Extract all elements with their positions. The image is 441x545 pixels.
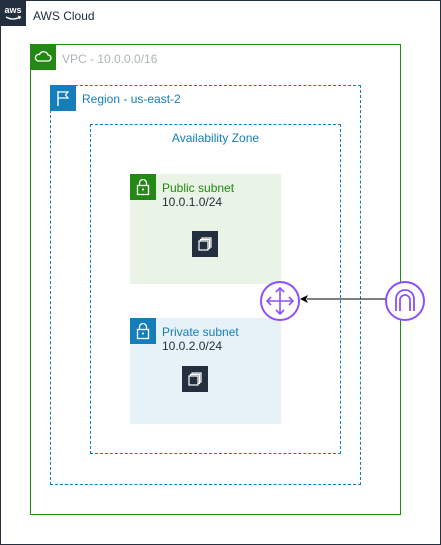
vpc-cloud-icon	[30, 44, 56, 70]
svg-text:aws: aws	[4, 5, 21, 15]
instances-icon	[182, 366, 208, 392]
internet-gateway-icon	[385, 281, 425, 321]
private-subnet-name: Private subnet	[162, 325, 239, 339]
availability-zone-group	[90, 124, 341, 454]
instances-icon	[192, 231, 218, 257]
aws-logo-icon: aws	[0, 0, 26, 26]
vpc-group	[30, 44, 401, 515]
public-subnet-name: Public subnet	[162, 181, 235, 195]
router-icon	[260, 281, 300, 321]
region-group	[50, 85, 361, 485]
availability-zone-label: Availability Zone	[171, 131, 260, 145]
lock-icon	[130, 318, 156, 344]
vpc-label: VPC - 10.0.0.0/16	[62, 52, 158, 66]
region-flag-icon	[50, 85, 76, 111]
region-label: Region - us-east-2	[82, 92, 181, 106]
lock-icon	[130, 174, 156, 200]
aws-cloud-label: AWS Cloud	[33, 9, 95, 23]
public-subnet-cidr: 10.0.1.0/24	[162, 195, 223, 209]
private-subnet-cidr: 10.0.2.0/24	[162, 339, 223, 353]
